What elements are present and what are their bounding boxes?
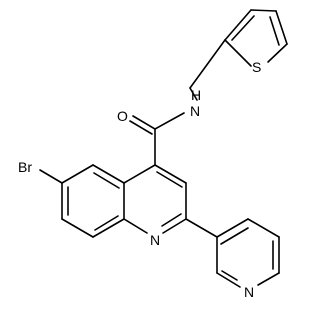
pyridine-bond [216, 218, 249, 238]
pyridine-bond [257, 272, 280, 286]
thiophene-bond [224, 39, 252, 67]
quinoline-bond [61, 218, 94, 238]
thiophene-bond [275, 10, 288, 45]
amide-nitrogen-label: N [190, 103, 200, 119]
quinoline-bond [156, 171, 183, 188]
amide-cn-bond [154, 112, 185, 130]
bromine-bond [39, 169, 63, 184]
quinoline-core: Br N [18, 159, 187, 248]
quinoline-bond [123, 164, 156, 184]
quinoline-bond [93, 172, 120, 189]
pyridine-link-bond [185, 218, 218, 238]
molecule-structure: S H N O Br N [18, 9, 288, 300]
carbonyl-bond [132, 115, 156, 130]
thiophene-bond [224, 9, 252, 41]
quinoline-bond [161, 213, 182, 227]
thiophene-bond [189, 39, 226, 89]
amide-linker: H N O [117, 87, 201, 166]
quinoline-bond [154, 164, 187, 184]
linker-bond [189, 87, 198, 101]
quinoline-nitrogen-label: N [150, 232, 160, 248]
thiophene-bond [267, 43, 288, 63]
pyridine-nitrogen-label: N [244, 284, 254, 300]
quinoline-bond [92, 218, 125, 238]
bromine-label: Br [18, 159, 32, 175]
thiophene-bond [231, 15, 255, 41]
pyridine-bond [216, 272, 241, 288]
quinoline-bond [92, 164, 125, 184]
thiophene-sulfur-label: S [252, 59, 261, 75]
thiophene-ring: S [189, 9, 288, 89]
thiophene-bond [269, 16, 280, 46]
pyridine-ring: N [185, 218, 280, 300]
quinoline-bond [162, 218, 187, 234]
pyridine-bond [220, 227, 249, 245]
quinoline-bond [123, 218, 148, 234]
carbonyl-bond [129, 120, 153, 135]
quinoline-bond [61, 164, 94, 184]
pyridine-bond [247, 218, 280, 238]
thiophene-bond [250, 9, 277, 12]
amide-h-label: H [191, 87, 201, 103]
pyridine-bond [221, 270, 238, 281]
quinoline-bond [94, 215, 119, 231]
amide-oxygen-label: O [117, 108, 128, 124]
